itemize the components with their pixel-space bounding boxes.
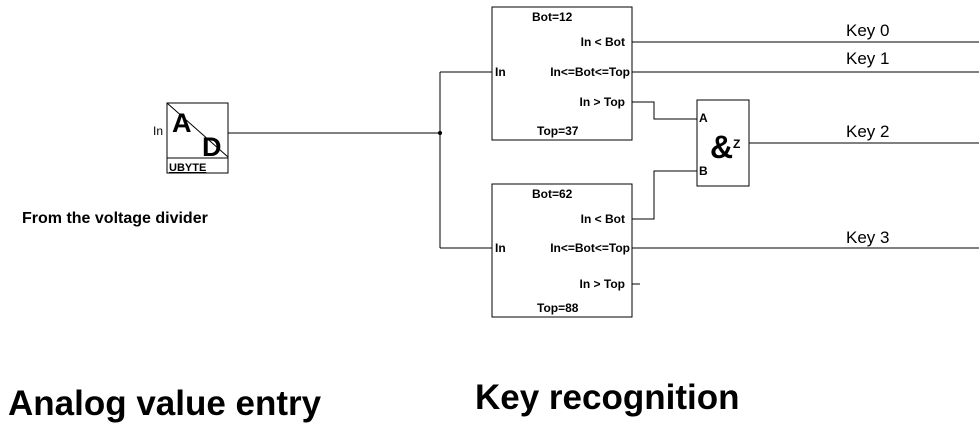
lower-out-gt-label: In > Top bbox=[580, 277, 625, 291]
key3-label: Key 3 bbox=[846, 228, 889, 247]
and-gate-pin-a: A bbox=[699, 111, 708, 125]
input-bus bbox=[438, 71, 492, 249]
lower-top-label: Top=88 bbox=[537, 301, 579, 315]
upper-top-label: Top=37 bbox=[537, 124, 579, 138]
and-gate: & A B Z bbox=[696, 99, 750, 187]
key2-label: Key 2 bbox=[846, 122, 889, 141]
upper-out-lt-label: In < Bot bbox=[581, 35, 625, 49]
window-comparator-lower: Bot=62 In < Bot In In<=Bot<=Top In > Top… bbox=[491, 183, 633, 318]
output-wires bbox=[632, 41, 979, 285]
upper-input-label: In bbox=[495, 65, 506, 79]
lower-input-label: In bbox=[495, 241, 506, 255]
lower-out-lt-label: In < Bot bbox=[581, 212, 625, 226]
key0-label: Key 0 bbox=[846, 21, 889, 40]
lower-bot-label: Bot=62 bbox=[532, 187, 573, 201]
lower-window-frame bbox=[491, 183, 633, 318]
lower-lt-to-and-wire bbox=[632, 170, 697, 220]
analog-section-title: Analog value entry bbox=[8, 384, 322, 423]
ad-top-letter: A bbox=[172, 108, 192, 138]
ad-converter-frame bbox=[166, 102, 229, 174]
ad-bottom-letter: D bbox=[202, 132, 222, 162]
ad-diagonal bbox=[166, 102, 229, 158]
lower-out-between-label: In<=Bot<=Top bbox=[550, 241, 630, 255]
window-comparator-upper: Bot=12 In < Bot In In<=Bot<=Top In > Top… bbox=[491, 6, 633, 141]
and-gate-pin-z: Z bbox=[733, 137, 740, 151]
key1-label: Key 1 bbox=[846, 49, 889, 68]
upper-gt-to-and-wire bbox=[632, 101, 697, 120]
junction-dot bbox=[438, 131, 442, 135]
upper-out-gt-label: In > Top bbox=[580, 95, 625, 109]
and-gate-symbol: & bbox=[710, 129, 733, 165]
ad-converter-block: A D UBYTE In bbox=[153, 102, 440, 174]
and-gate-pin-b: B bbox=[699, 164, 708, 178]
ad-type-label: UBYTE bbox=[169, 162, 206, 174]
recognition-section-title: Key recognition bbox=[475, 378, 739, 417]
voltage-divider-note: From the voltage divider bbox=[22, 210, 208, 227]
upper-bot-label: Bot=12 bbox=[532, 10, 573, 24]
upper-out-between-label: In<=Bot<=Top bbox=[550, 65, 630, 79]
upper-window-frame bbox=[491, 6, 633, 141]
and-gate-frame bbox=[696, 99, 750, 187]
ad-input-label: In bbox=[153, 124, 163, 138]
